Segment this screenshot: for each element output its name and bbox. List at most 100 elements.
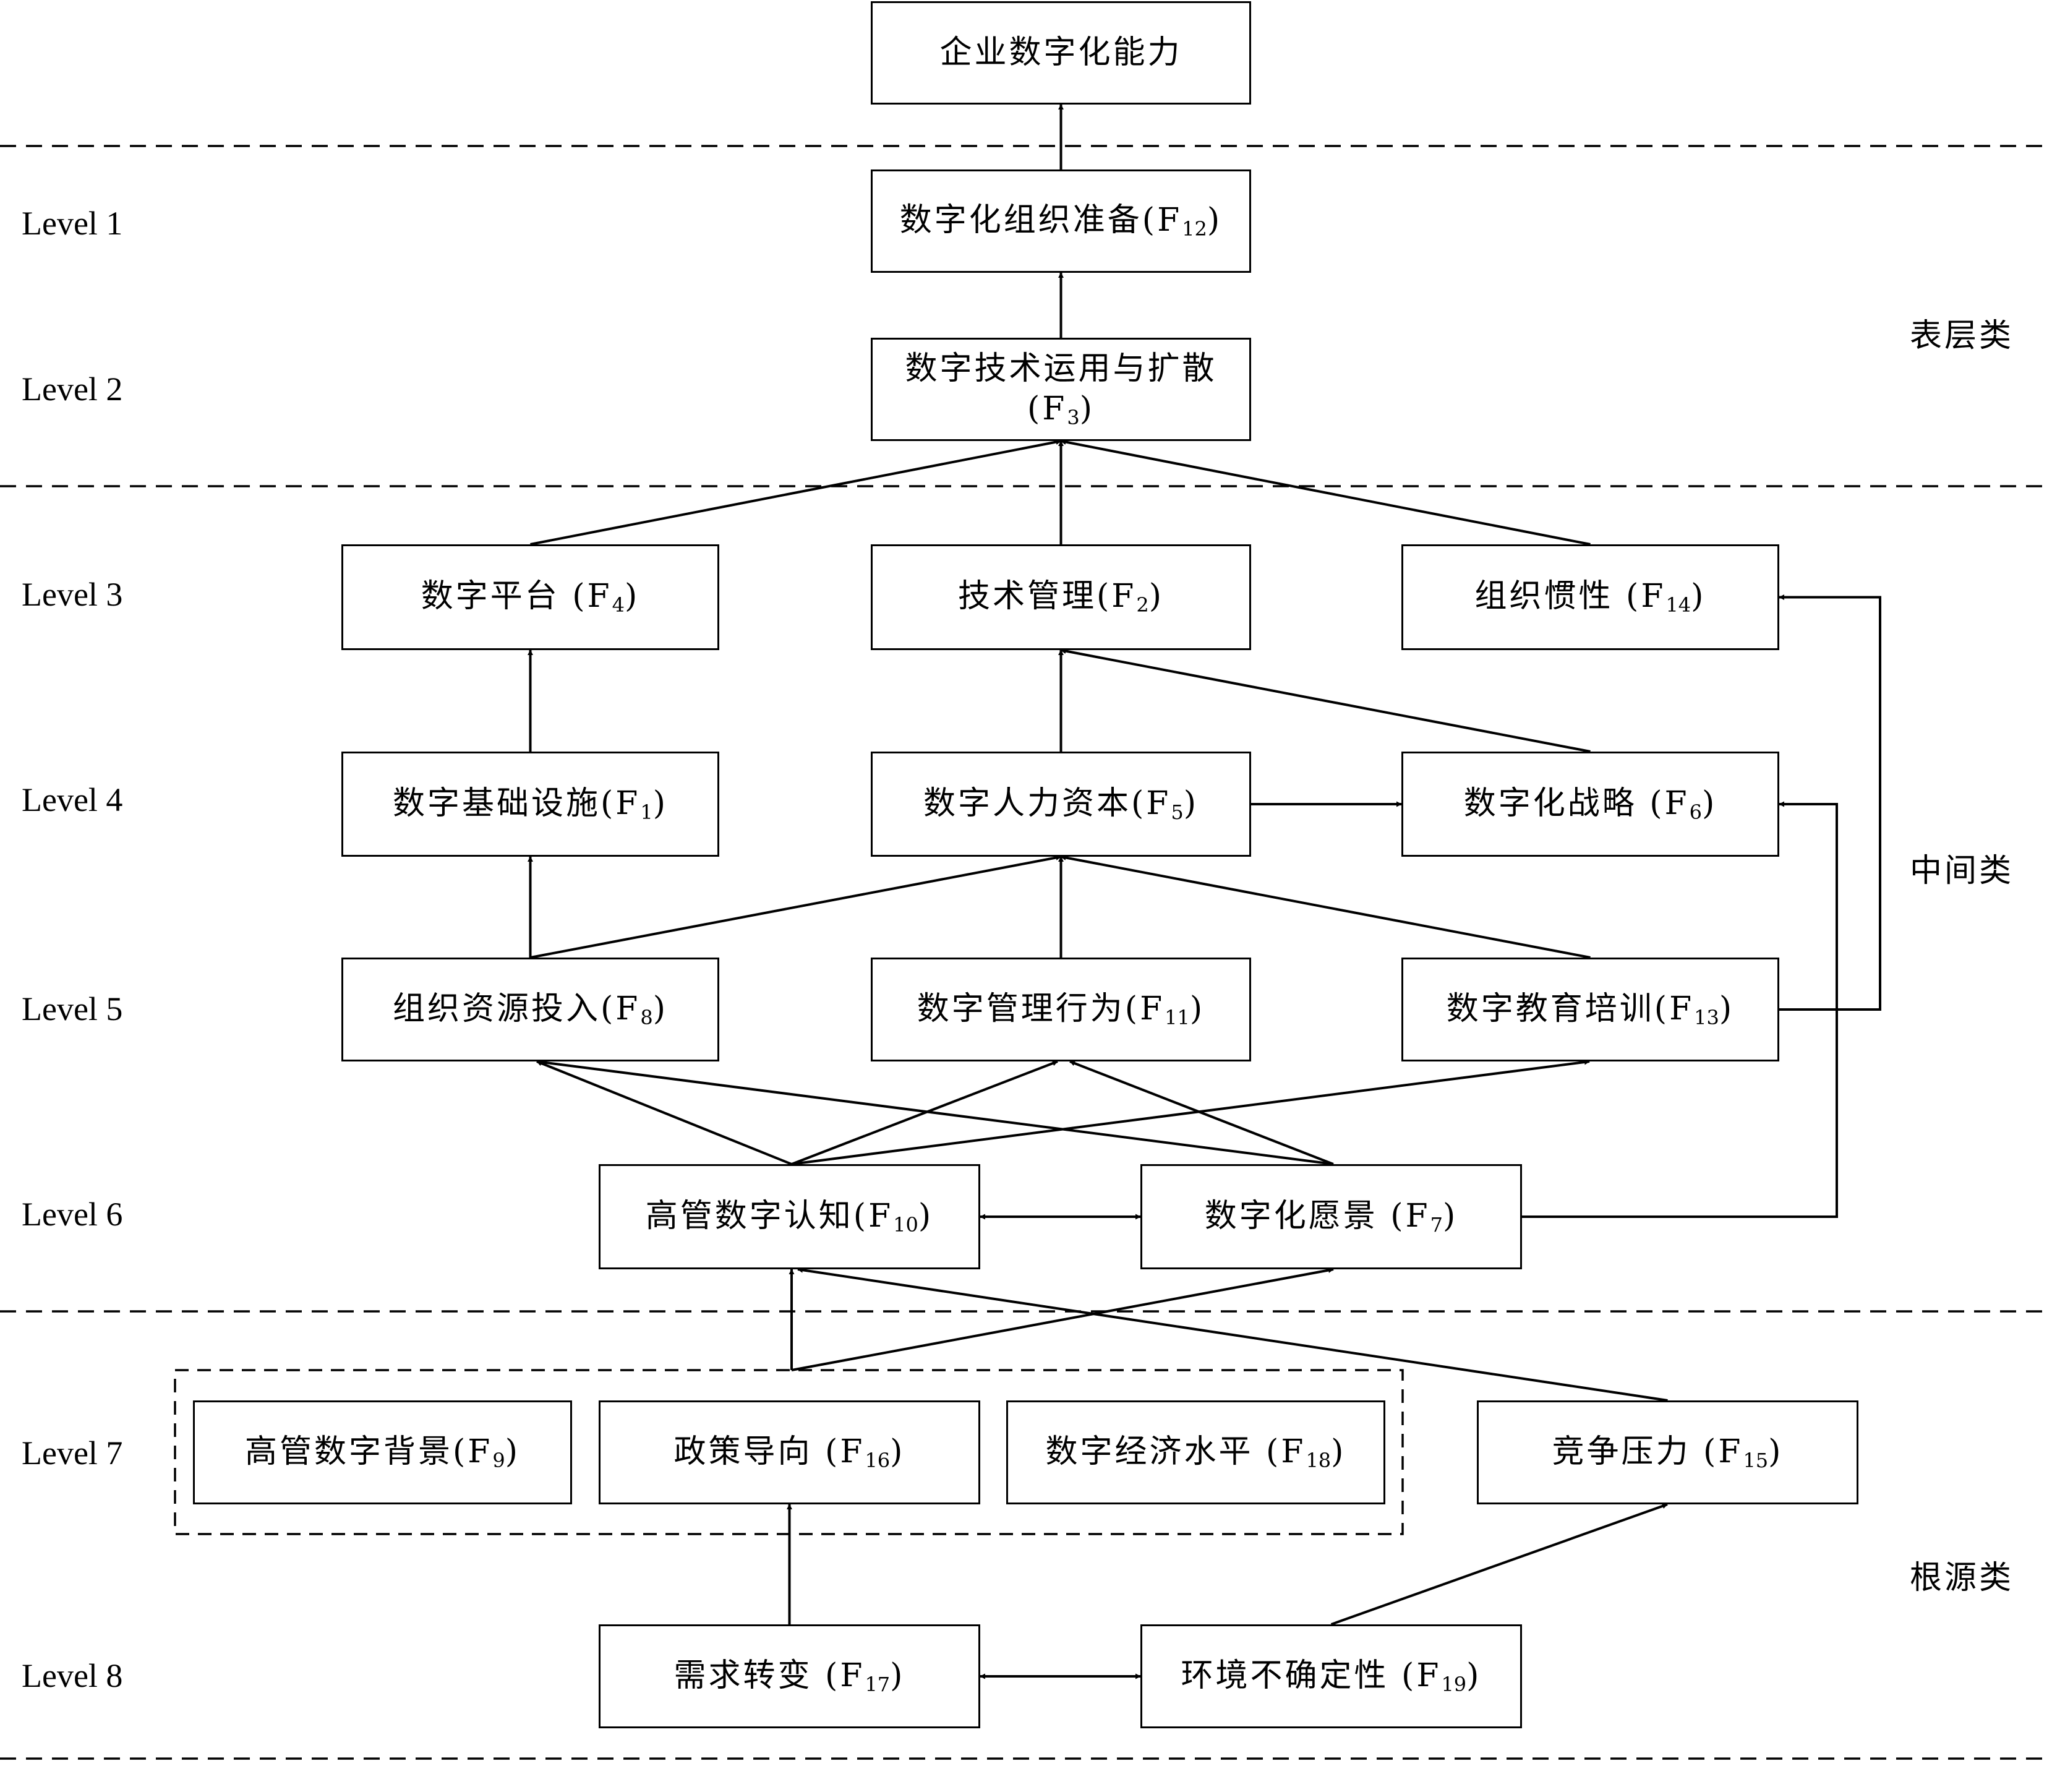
edge-F6-F2 bbox=[1060, 648, 1591, 753]
edge-F13-F14 bbox=[1779, 594, 1881, 1011]
node-F8-tail: ) bbox=[652, 990, 669, 1027]
level-label-1: Level 1 bbox=[22, 205, 123, 242]
node-F10: 高管数字认知(F10) bbox=[599, 1164, 980, 1269]
edge-F15-F10 bbox=[797, 1267, 1668, 1402]
node-top-label: 企业数字化能力 bbox=[939, 33, 1182, 71]
node-F2-tail: ) bbox=[1148, 578, 1165, 615]
level-label-3: Level 3 bbox=[22, 576, 123, 613]
node-F9-sub: 9 bbox=[492, 1448, 505, 1472]
edge-group-F7 bbox=[791, 1267, 1334, 1371]
edge-F13-F5 bbox=[1060, 855, 1591, 959]
node-F11: 数字管理行为(F11) bbox=[871, 958, 1251, 1061]
node-F3-line2: (F bbox=[1027, 390, 1067, 427]
edge-F4-F3 bbox=[530, 439, 1062, 546]
node-F13-sub: 13 bbox=[1694, 1005, 1719, 1029]
category-root: 根源类 bbox=[1910, 1559, 2014, 1597]
edge-F7-F8 bbox=[536, 1059, 1334, 1165]
node-F6-label: 数字化战略 (F bbox=[1463, 784, 1690, 822]
node-F18-tail: ) bbox=[1331, 1433, 1346, 1470]
node-F15-tail: ) bbox=[1768, 1433, 1784, 1470]
node-F1: 数字基础设施(F1) bbox=[341, 752, 719, 857]
node-F13-label: 数字教育培训(F bbox=[1446, 990, 1695, 1027]
category-surface: 表层类 bbox=[1910, 317, 2014, 354]
edge-F7-F6 bbox=[1522, 801, 1838, 1218]
node-F18-label: 数字经济水平 (F bbox=[1045, 1433, 1306, 1470]
node-top: 企业数字化能力 bbox=[871, 1, 1251, 105]
node-F4-tail: ) bbox=[624, 578, 640, 615]
node-F13-tail: ) bbox=[1719, 990, 1735, 1027]
node-F18: 数字经济水平 (F18) bbox=[1006, 1400, 1385, 1504]
node-F10-sub: 10 bbox=[893, 1212, 918, 1237]
node-F12-sub: 12 bbox=[1182, 217, 1207, 241]
node-F12: 数字化组织准备(F12) bbox=[871, 169, 1251, 273]
edge-F8-F5 bbox=[530, 855, 1062, 959]
node-F5-tail: ) bbox=[1183, 784, 1199, 822]
level-label-8: Level 8 bbox=[22, 1657, 123, 1694]
node-F3-label: 数字技术运用与扩散 bbox=[905, 350, 1217, 387]
edge-F10-F8 bbox=[536, 1060, 792, 1165]
node-F14-sub: 14 bbox=[1665, 593, 1691, 617]
node-F7: 数字化愿景 (F7) bbox=[1140, 1164, 1522, 1269]
node-F3-tail: ) bbox=[1079, 390, 1095, 427]
node-F5-label: 数字人力资本(F bbox=[923, 784, 1171, 822]
level-label-2: Level 2 bbox=[22, 371, 123, 408]
node-F9: 高管数字背景(F9) bbox=[193, 1400, 572, 1504]
node-F17-sub: 17 bbox=[865, 1672, 891, 1696]
node-F9-label: 高管数字背景(F bbox=[244, 1433, 493, 1470]
level-label-4: Level 4 bbox=[22, 781, 123, 818]
node-F12-label: 数字化组织准备(F bbox=[899, 202, 1182, 239]
node-F7-tail: ) bbox=[1442, 1197, 1458, 1235]
node-F19-label: 环境不确定性 (F bbox=[1181, 1657, 1442, 1694]
node-F6-tail: ) bbox=[1701, 784, 1717, 822]
node-F4: 数字平台 (F4) bbox=[341, 544, 719, 650]
edge-F14-F3 bbox=[1060, 439, 1591, 546]
edge-F10-F13 bbox=[791, 1059, 1590, 1165]
node-F16-sub: 16 bbox=[865, 1448, 891, 1472]
node-F16: 政策导向 (F16) bbox=[599, 1400, 980, 1504]
node-F6-sub: 6 bbox=[1689, 800, 1702, 824]
node-F4-sub: 4 bbox=[612, 593, 625, 617]
node-F12-tail: ) bbox=[1207, 202, 1223, 239]
node-F19: 环境不确定性 (F19) bbox=[1140, 1624, 1522, 1728]
edge-F7-F11 bbox=[1069, 1060, 1334, 1165]
node-F11-sub: 11 bbox=[1165, 1005, 1190, 1029]
node-F14-tail: ) bbox=[1691, 578, 1706, 615]
node-F7-label: 数字化愿景 (F bbox=[1204, 1197, 1430, 1235]
node-F16-label: 政策导向 (F bbox=[673, 1433, 865, 1470]
node-F15-label: 竞争压力 (F bbox=[1552, 1433, 1743, 1470]
node-F3: 数字技术运用与扩散(F3) bbox=[871, 338, 1251, 441]
node-F18-sub: 18 bbox=[1306, 1448, 1332, 1472]
node-F1-tail: ) bbox=[652, 784, 669, 822]
edge-F19-F15 bbox=[1330, 1503, 1668, 1626]
node-F13: 数字教育培训(F13) bbox=[1401, 958, 1779, 1061]
node-F2-sub: 2 bbox=[1136, 593, 1149, 617]
node-F15: 竞争压力 (F15) bbox=[1477, 1400, 1858, 1504]
level-label-6: Level 6 bbox=[22, 1196, 123, 1233]
node-F3-sub: 3 bbox=[1067, 406, 1080, 429]
level-label-7: Level 7 bbox=[22, 1434, 123, 1472]
node-F17-label: 需求转变 (F bbox=[673, 1657, 865, 1694]
level-dividers bbox=[0, 145, 2052, 1760]
node-F6: 数字化战略 (F6) bbox=[1401, 752, 1779, 857]
node-F14: 组织惯性 (F14) bbox=[1401, 544, 1779, 650]
node-F17-tail: ) bbox=[890, 1657, 905, 1694]
node-F10-label: 高管数字认知(F bbox=[645, 1197, 894, 1235]
node-F5-sub: 5 bbox=[1171, 800, 1184, 824]
node-F17: 需求转变 (F17) bbox=[599, 1624, 980, 1728]
node-F19-tail: ) bbox=[1466, 1657, 1482, 1694]
node-F2: 技术管理(F2) bbox=[871, 544, 1251, 650]
node-F4-label: 数字平台 (F bbox=[421, 578, 612, 615]
node-F16-tail: ) bbox=[890, 1433, 905, 1470]
node-F8: 组织资源投入(F8) bbox=[341, 958, 719, 1061]
node-F8-sub: 8 bbox=[640, 1005, 653, 1029]
node-F15-sub: 15 bbox=[1743, 1448, 1769, 1472]
node-F11-label: 数字管理行为(F bbox=[917, 990, 1165, 1027]
level-label-5: Level 5 bbox=[22, 990, 123, 1027]
node-F10-tail: ) bbox=[918, 1197, 934, 1235]
node-F11-tail: ) bbox=[1189, 990, 1205, 1027]
node-F7-sub: 7 bbox=[1430, 1212, 1443, 1237]
node-F9-tail: ) bbox=[505, 1433, 521, 1470]
node-F2-label: 技术管理(F bbox=[957, 578, 1137, 615]
node-F5: 数字人力资本(F5) bbox=[871, 752, 1251, 857]
